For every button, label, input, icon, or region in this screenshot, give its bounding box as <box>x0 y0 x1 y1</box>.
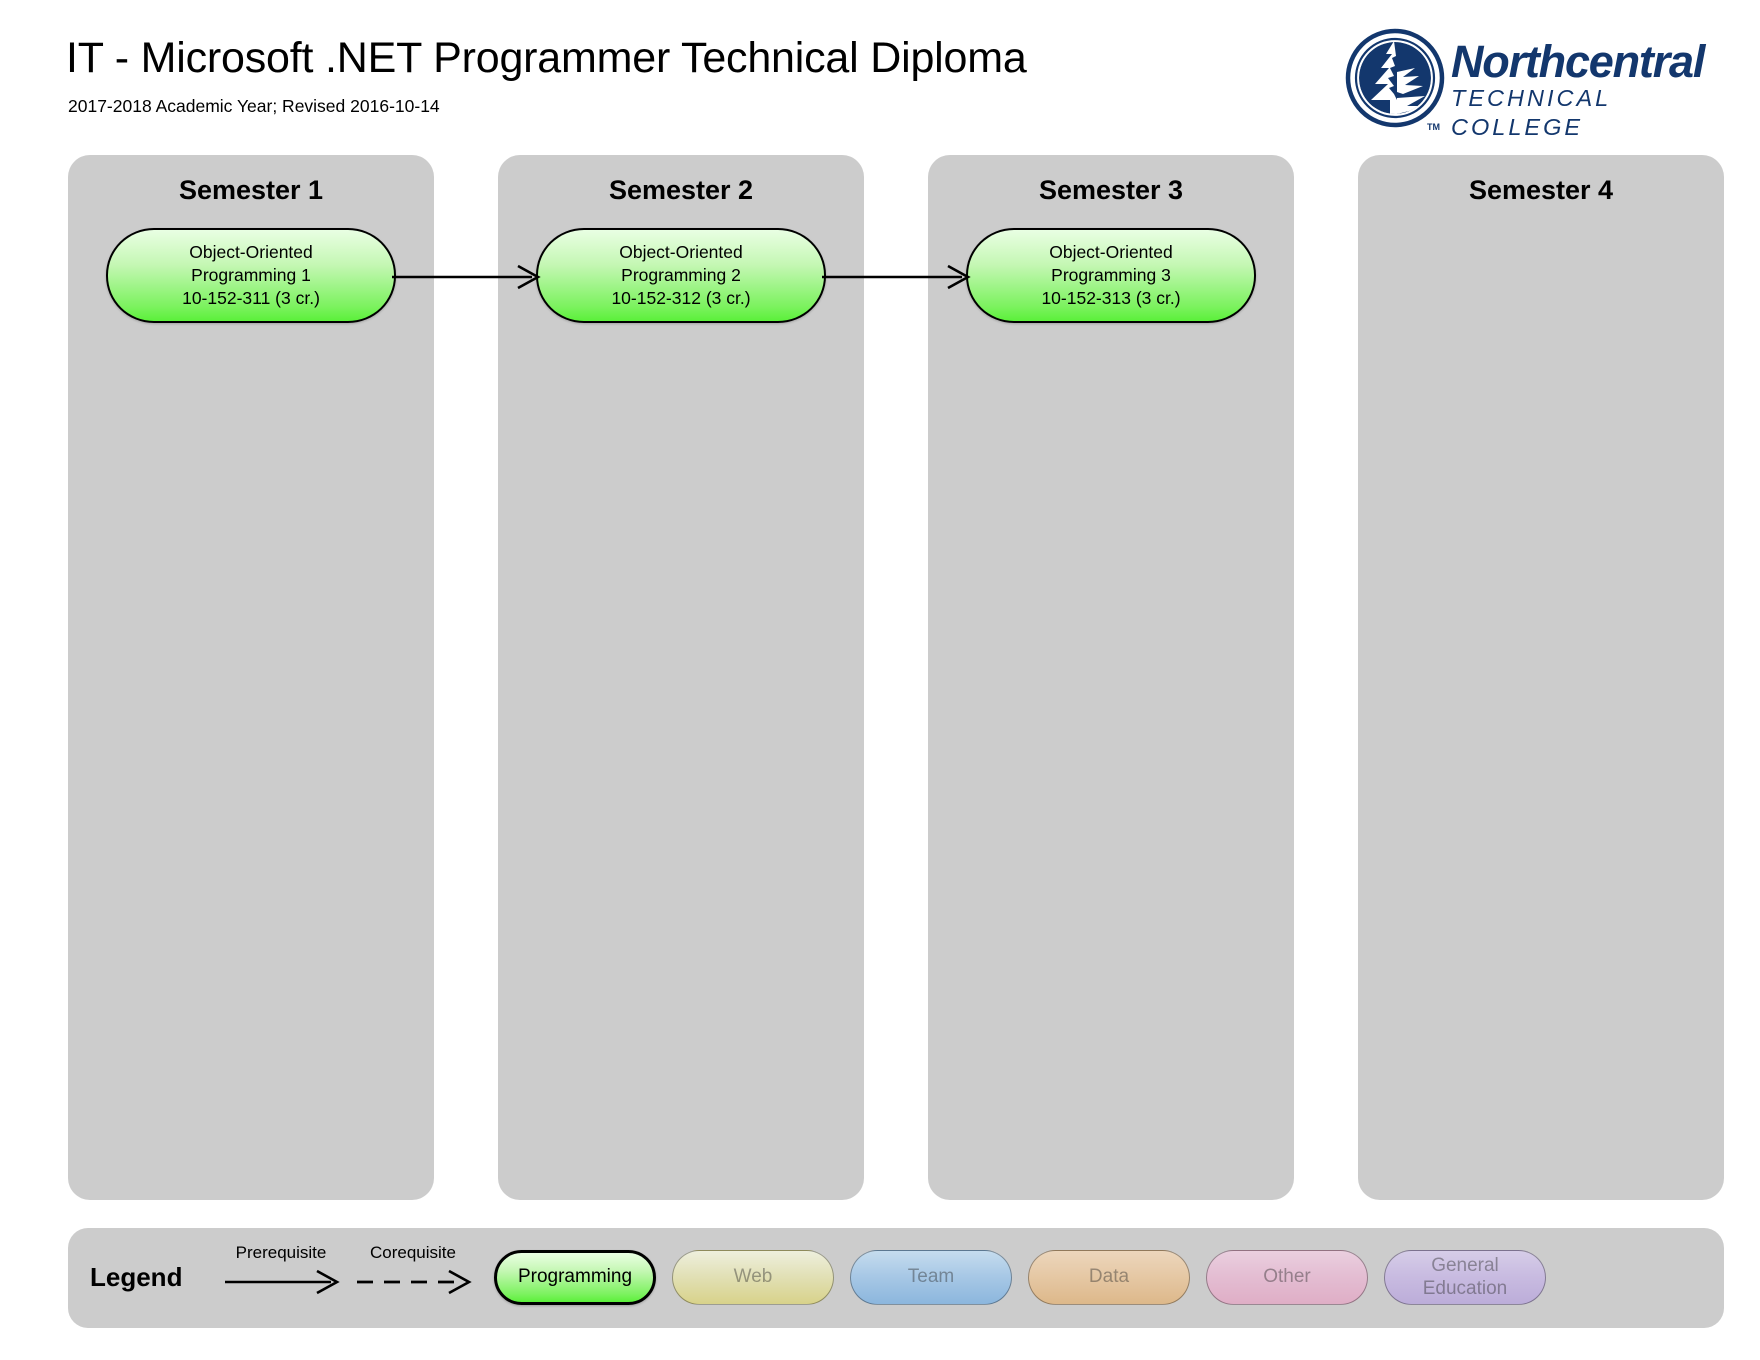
logo-word-technical-college: TECHNICAL COLLEGE <box>1451 85 1611 141</box>
semester-2-title: Semester 2 <box>608 175 754 205</box>
legend-prerequisite-key: Prerequisite <box>206 1244 356 1295</box>
course-node-10-152-312[interactable]: Object-Oriented Programming 2 10-152-312… <box>536 228 826 323</box>
pine-tree-circle-icon <box>1345 28 1445 128</box>
course-name-line2: Programming 1 <box>191 264 311 285</box>
page-header: IT - Microsoft .NET Programmer Technical… <box>0 0 1760 140</box>
legend-category-team[interactable]: Team <box>850 1250 1012 1305</box>
semester-4-title: Semester 4 <box>1468 175 1614 205</box>
page-subtitle: 2017-2018 Academic Year; Revised 2016-10… <box>68 96 440 116</box>
legend-category-label: Web <box>733 1266 773 1288</box>
prerequisite-arrow-312-to-313 <box>822 264 972 290</box>
course-node-label: Object-Oriented Programming 1 10-152-311… <box>168 241 334 310</box>
course-name-line2: Programming 3 <box>1051 264 1171 285</box>
legend-category-label: Data <box>1088 1266 1130 1288</box>
semester-column-3: Semester 3 <box>928 155 1294 1200</box>
semester-1-title: Semester 1 <box>178 175 324 205</box>
legend-corequisite-key: Corequisite <box>338 1244 488 1295</box>
course-code-credits: 10-152-313 (3 cr.) <box>1041 288 1181 309</box>
prerequisite-arrow-311-to-312 <box>392 264 542 290</box>
course-node-10-152-313[interactable]: Object-Oriented Programming 3 10-152-313… <box>966 228 1256 323</box>
legend-category-programming[interactable]: Programming <box>494 1250 656 1305</box>
college-logo: Northcentral TECHNICAL COLLEGE TM <box>1345 26 1725 140</box>
legend-prerequisite-label: Prerequisite <box>235 1243 327 1262</box>
legend-title: Legend <box>90 1262 183 1292</box>
logo-word-northcentral: Northcentral <box>1451 36 1705 87</box>
trademark-icon: TM <box>1427 122 1440 132</box>
course-name-line1: Object-Oriented <box>189 241 313 262</box>
legend-bar: Legend Prerequisite Corequisite Programm… <box>68 1228 1724 1328</box>
course-node-label: Object-Oriented Programming 3 10-152-313… <box>1027 241 1194 310</box>
course-name-line1: Object-Oriented <box>1049 241 1173 262</box>
semester-3-title: Semester 3 <box>1038 175 1184 205</box>
legend-category-label: Team <box>907 1266 955 1288</box>
semester-column-4: Semester 4 <box>1358 155 1724 1200</box>
page-title: IT - Microsoft .NET Programmer Technical… <box>66 34 1027 82</box>
course-node-10-152-311[interactable]: Object-Oriented Programming 1 10-152-311… <box>106 228 396 323</box>
semester-column-1: Semester 1 <box>68 155 434 1200</box>
dashed-arrow-icon <box>357 1269 472 1295</box>
legend-category-web[interactable]: Web <box>672 1250 834 1305</box>
legend-category-other[interactable]: Other <box>1206 1250 1368 1305</box>
course-node-label: Object-Oriented Programming 2 10-152-312… <box>597 241 764 310</box>
logo-wordmark: Northcentral TECHNICAL COLLEGE <box>1451 36 1725 143</box>
semester-column-2: Semester 2 <box>498 155 864 1200</box>
legend-category-label: Programming <box>517 1266 633 1288</box>
course-name-line2: Programming 2 <box>621 264 741 285</box>
legend-category-data[interactable]: Data <box>1028 1250 1190 1305</box>
legend-category-label: Other <box>1263 1266 1311 1288</box>
solid-arrow-icon <box>225 1269 340 1295</box>
course-name-line1: Object-Oriented <box>619 241 743 262</box>
course-code-credits: 10-152-311 (3 cr.) <box>182 288 320 309</box>
course-code-credits: 10-152-312 (3 cr.) <box>611 288 751 309</box>
legend-corequisite-label: Corequisite <box>370 1243 456 1262</box>
